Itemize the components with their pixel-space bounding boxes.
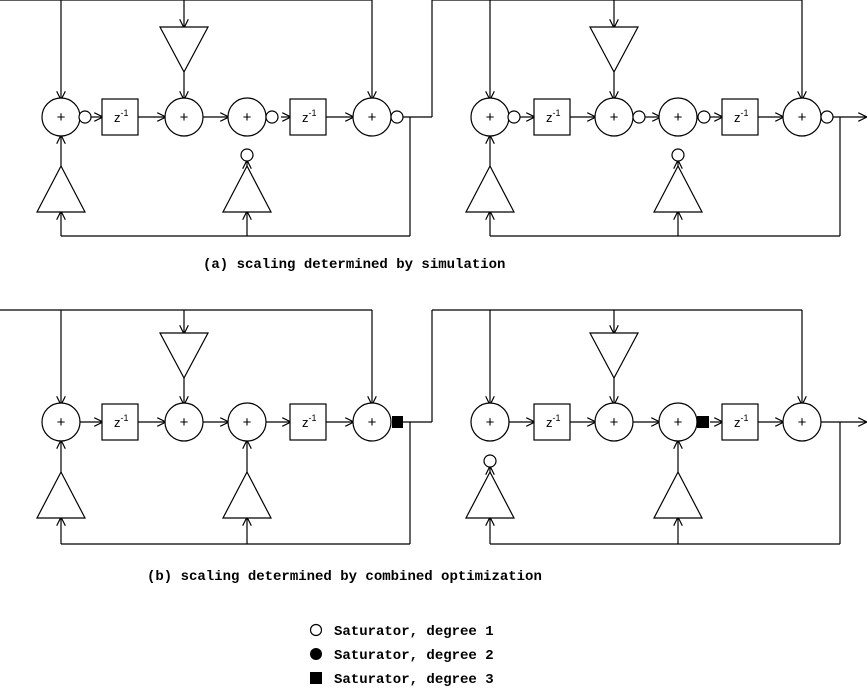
adder-b5-sign: + — [486, 414, 495, 431]
gain-up-b4 — [653, 470, 703, 519]
delay-a3-label: z-1 — [546, 108, 561, 125]
caption-a: (a) scaling determined by simulation — [203, 257, 505, 273]
stage-a2-wires — [431, 0, 866, 237]
gain-down-a2 — [589, 26, 639, 74]
adder-b3-sign: + — [243, 414, 252, 431]
saturator-degree1-a1 — [78, 110, 92, 124]
delay-a3 — [533, 98, 571, 136]
saturator-degree1-a8 — [671, 148, 685, 162]
adder-a8-sign: + — [798, 109, 807, 126]
gain-up-a4 — [653, 164, 703, 213]
gain-up-b3 — [465, 470, 515, 519]
delay-a1 — [101, 98, 139, 136]
adder-b7-sign: + — [674, 414, 683, 431]
gain-up-b2 — [222, 470, 272, 519]
saturator-degree1-a5 — [507, 110, 521, 124]
adder-a7-sign: + — [674, 109, 683, 126]
legend: Saturator, degree 1 Saturator, degree 2 … — [309, 623, 494, 688]
adder-b1-sign: + — [57, 414, 66, 431]
delay-b2 — [289, 403, 327, 441]
delay-a1-label: z-1 — [114, 108, 129, 125]
legend-degree2-marker — [310, 648, 322, 660]
adder-a6-sign: + — [610, 109, 619, 126]
adder-b6-sign: + — [610, 414, 619, 431]
delay-b1 — [101, 403, 139, 441]
delay-a2 — [289, 98, 327, 136]
legend-degree2-label: Saturator, degree 2 — [334, 648, 494, 664]
delay-b3-label: z-1 — [546, 413, 561, 430]
stage-a1-wires — [0, 0, 432, 237]
delay-a2-label: z-1 — [302, 108, 317, 125]
adder-a2 — [164, 97, 204, 137]
gain-up-a1 — [36, 164, 86, 213]
saturator-degree3-b2 — [697, 416, 709, 428]
saturator-degree1-b1 — [483, 454, 497, 468]
gain-down-a1 — [159, 26, 209, 74]
diagram-b: + z-1 + + z-1 + + z-1 + + z-1 + — [0, 309, 866, 545]
saturator-degree1-a4 — [390, 110, 404, 124]
adder-b5 — [470, 402, 510, 442]
adder-a2-sign: + — [180, 109, 189, 126]
adder-b4 — [352, 402, 392, 442]
adder-b4-sign: + — [368, 414, 377, 431]
delay-a4 — [721, 98, 759, 136]
gain-up-a3 — [465, 164, 515, 213]
adder-a3-sign: + — [243, 109, 252, 126]
adder-a4-sign: + — [368, 109, 377, 126]
legend-degree3-label: Saturator, degree 3 — [334, 672, 494, 688]
adder-b8-sign: + — [798, 414, 807, 431]
adder-b6 — [594, 402, 634, 442]
saturator-degree1-a9 — [820, 110, 834, 124]
gain-up-b1 — [36, 470, 86, 519]
adder-b2-sign: + — [180, 414, 189, 431]
delay-b3 — [533, 403, 571, 441]
gain-down-b1 — [159, 332, 209, 380]
adder-a5-sign: + — [486, 109, 495, 126]
adder-b8 — [782, 402, 822, 442]
saturator-degree3-b1 — [392, 416, 403, 428]
legend-degree1-label: Saturator, degree 1 — [334, 624, 494, 640]
delay-b2-label: z-1 — [302, 413, 317, 430]
adder-b2 — [164, 402, 204, 442]
saturator-degree1-a2 — [265, 110, 279, 124]
legend-degree1-marker — [309, 623, 323, 637]
gain-up-a2 — [222, 164, 272, 213]
stage-b1-wires — [0, 309, 432, 545]
delay-b4-label: z-1 — [734, 413, 749, 430]
adder-b3 — [227, 402, 267, 442]
legend-degree3-marker — [310, 672, 322, 684]
diagram-a: + z-1 + + z-1 + + z-1 + + z-1 + — [0, 0, 866, 237]
adder-a1-sign: + — [57, 109, 66, 126]
gain-down-b2 — [589, 332, 639, 380]
caption-b: (b) scaling determined by combined optim… — [147, 569, 542, 585]
delay-b1-label: z-1 — [114, 413, 129, 430]
delay-b4 — [721, 403, 759, 441]
saturator-degree1-a6 — [632, 110, 646, 124]
adder-b1 — [41, 402, 81, 442]
saturator-degree1-a7 — [697, 110, 711, 124]
delay-a4-label: z-1 — [734, 108, 749, 125]
adder-a7 — [658, 97, 698, 137]
stage-b2-wires — [431, 309, 866, 545]
saturator-degree1-a3 — [240, 148, 254, 162]
